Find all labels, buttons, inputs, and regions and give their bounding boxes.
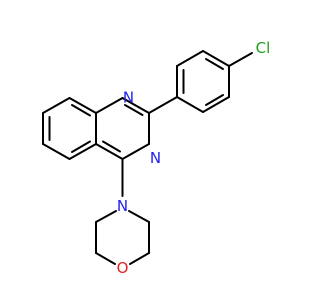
double-bond-inner	[124, 104, 144, 116]
bond	[202, 50, 230, 67]
bond	[95, 143, 124, 160]
atom-label-nitrogen-morpholine: N	[117, 197, 128, 215]
pyrimidine-ring	[95, 97, 150, 160]
atom-label-nitrogen-n1: N	[123, 89, 134, 107]
bond	[176, 96, 204, 113]
chlorophenyl-ring	[176, 50, 230, 113]
bond	[121, 143, 150, 160]
benzo-ring	[42, 97, 97, 160]
double-bond-inner	[71, 140, 91, 153]
bond	[42, 97, 71, 114]
atom-label-nitrogen-n3: N	[150, 149, 161, 167]
molecule-structure: Cl N N N O	[42, 39, 271, 277]
bond	[176, 50, 204, 67]
bond	[95, 252, 116, 265]
bond	[42, 143, 71, 160]
morpholine-ring	[95, 210, 150, 265]
atom-label-oxygen-morpholine: O	[117, 259, 129, 277]
bond-to-chlorine	[228, 52, 253, 67]
bond-to-phenyl	[148, 96, 178, 114]
atom-label-chlorine: Cl	[256, 39, 271, 57]
double-bond-inner	[205, 58, 224, 70]
bond	[202, 96, 230, 113]
bond	[129, 252, 150, 265]
bond	[128, 210, 150, 223]
double-bond-inner	[205, 94, 224, 106]
bond	[121, 97, 150, 114]
bond	[68, 143, 97, 160]
bond	[68, 97, 97, 114]
double-bond-inner	[71, 104, 91, 117]
double-bond-inner	[102, 140, 121, 153]
bond	[95, 97, 124, 114]
bond	[95, 210, 117, 223]
